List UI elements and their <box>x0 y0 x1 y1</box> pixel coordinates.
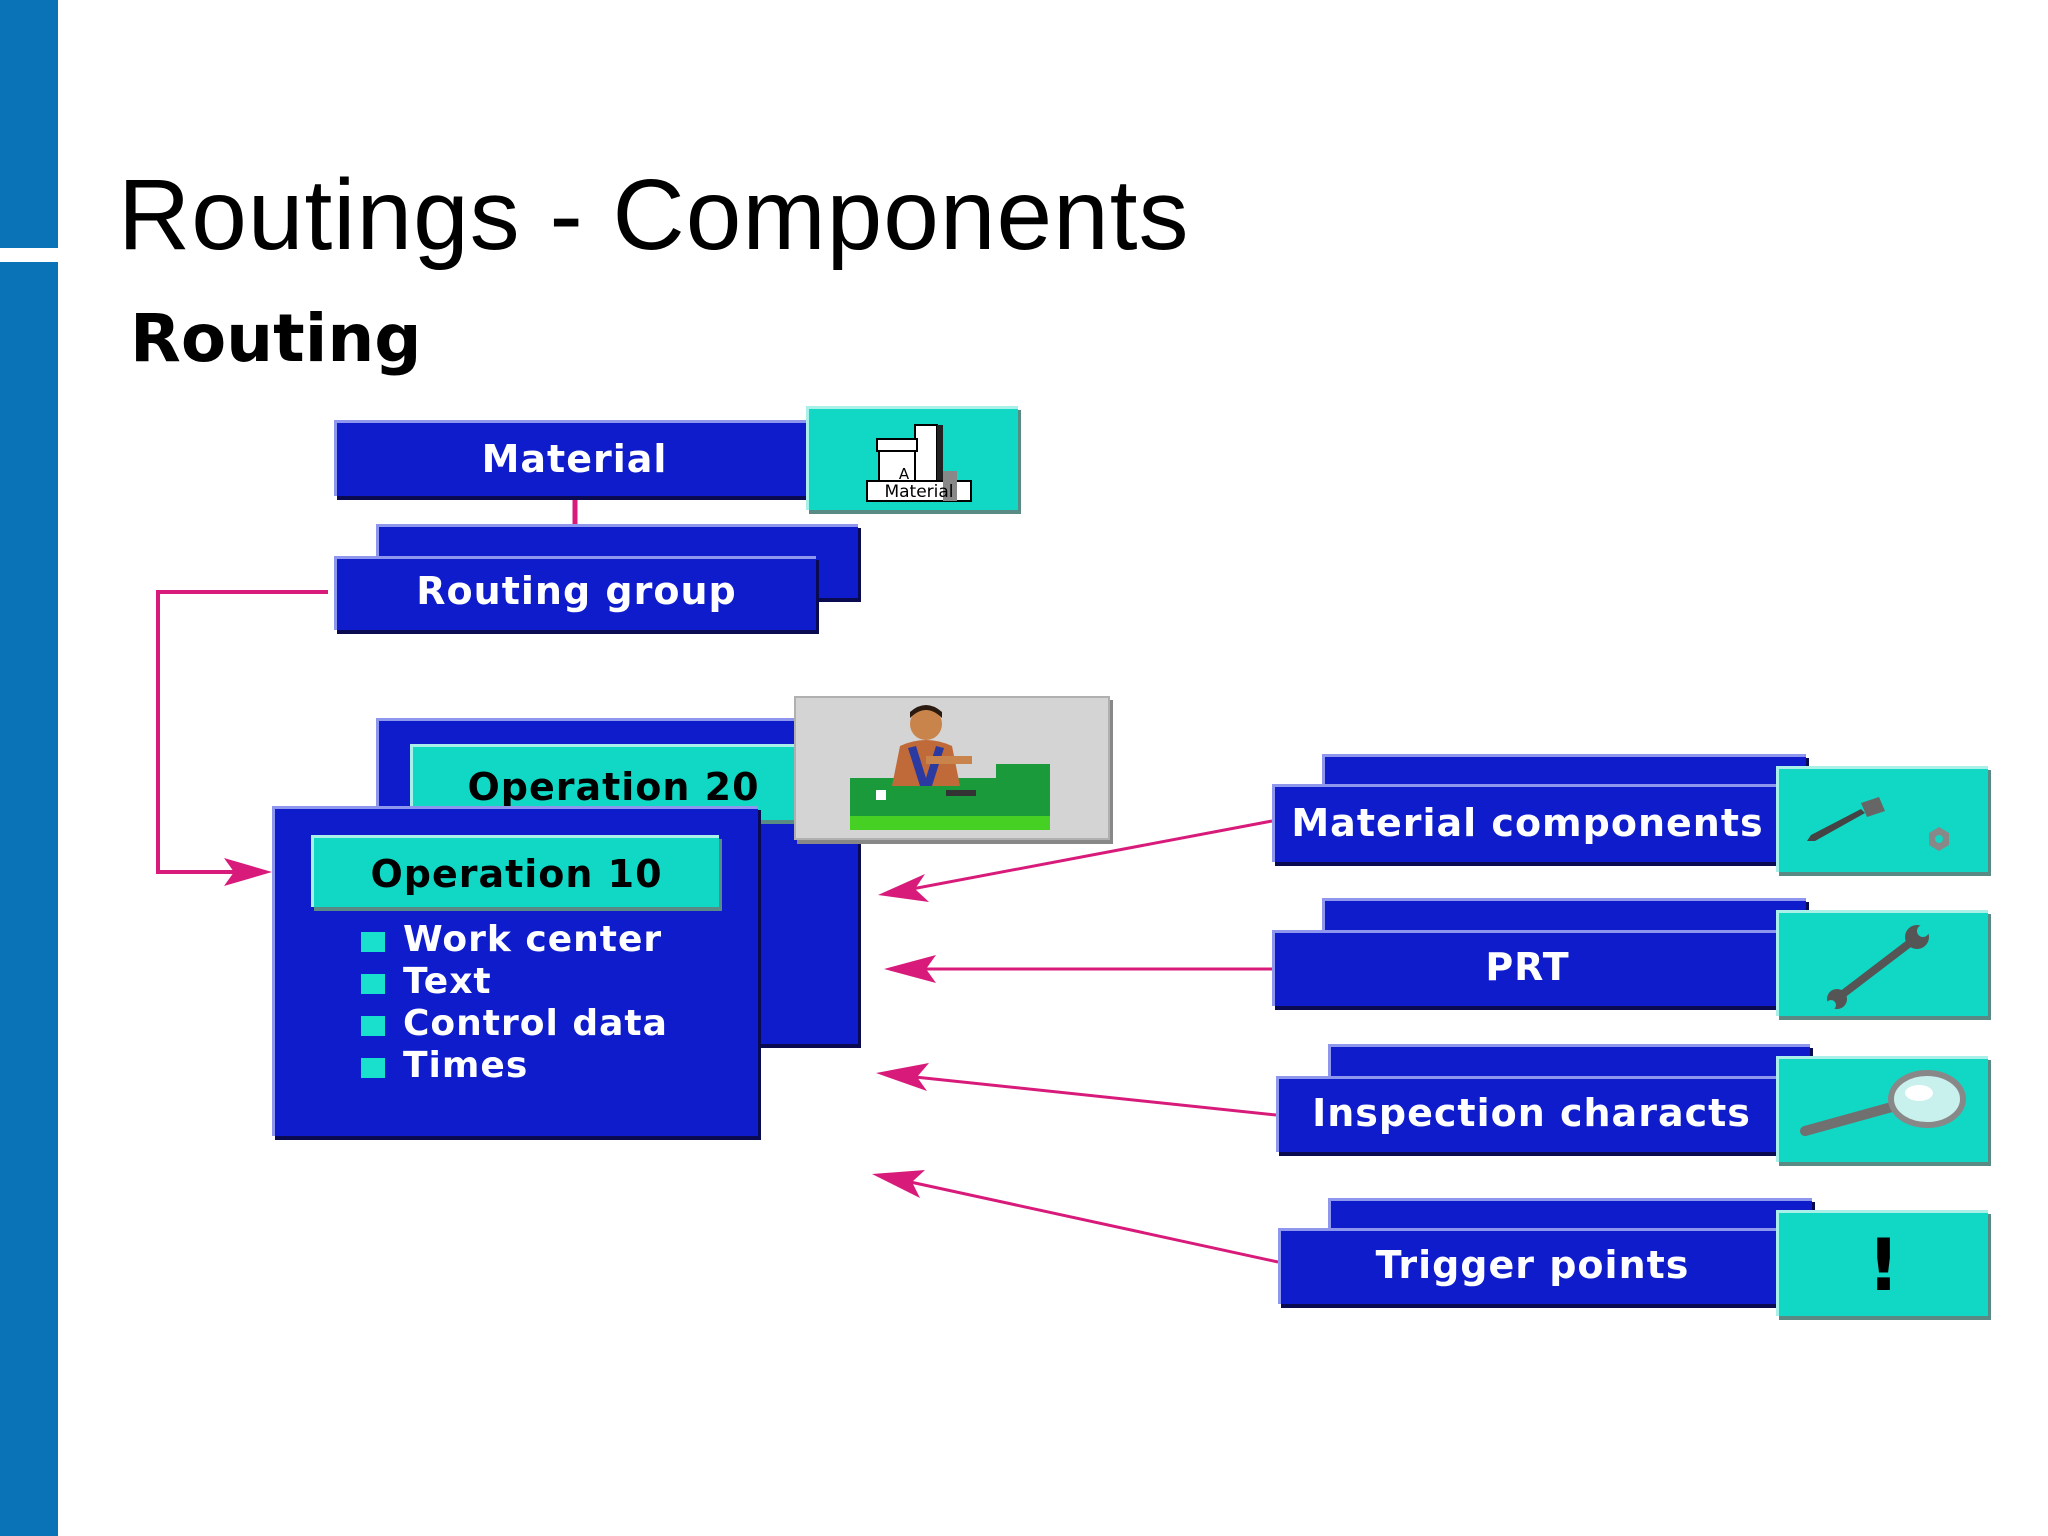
trigger-points-arrowhead <box>872 1170 925 1198</box>
text-bullet <box>361 974 385 994</box>
material-icon-text: Material <box>884 482 953 502</box>
wrench-icon <box>1826 925 1929 1010</box>
inspection-arrowhead <box>876 1063 929 1091</box>
prt-label: PRT <box>1485 945 1570 989</box>
prt-arrowhead <box>884 955 936 983</box>
times-bullet <box>361 1058 385 1078</box>
control-data-item: Control data <box>403 1003 668 1044</box>
trigger-points-icon-box: ! <box>1776 1210 1988 1316</box>
inspection-connector <box>895 1073 1277 1117</box>
operation20-label: Operation 20 <box>467 765 760 809</box>
magnifier-icon <box>1800 1070 1966 1136</box>
routing-group-to-operation-line <box>156 590 328 874</box>
operation10-label: Operation 10 <box>370 852 663 896</box>
work-center-item: Work center <box>403 919 663 960</box>
work-center-bullet <box>361 932 385 952</box>
routing-group-box: Routing group <box>334 556 816 630</box>
trigger-points-label: Trigger points <box>1375 1243 1690 1287</box>
inspection-label: Inspection characts <box>1312 1091 1751 1135</box>
control-data-bullet <box>361 1016 385 1036</box>
prt-box: PRT <box>1272 930 1780 1006</box>
screw-nut-icon <box>1807 797 1949 851</box>
material-components-connector <box>895 819 1273 894</box>
material-components-label: Material components <box>1291 801 1764 845</box>
side-bar-bottom <box>0 262 58 1536</box>
inspection-icon-box <box>1776 1056 1988 1162</box>
material-label: Material <box>481 437 668 481</box>
operation10-box: Operation 10 Work center Text Control da… <box>272 806 758 1136</box>
text-item: Text <box>403 961 492 1002</box>
worker-photo-box <box>794 696 1110 840</box>
material-components-arrowhead <box>878 874 929 902</box>
side-bar-top <box>0 0 58 248</box>
operation10-tab: Operation 10 <box>311 835 719 907</box>
times-item: Times <box>403 1045 529 1086</box>
exclamation-icon: ! <box>1867 1223 1900 1307</box>
routing-group-label: Routing group <box>416 569 737 613</box>
prt-icon-box <box>1776 910 1988 1016</box>
material-box: Material <box>334 420 812 496</box>
trigger-points-connector <box>891 1176 1279 1264</box>
material-icon-top-text: A <box>899 465 910 483</box>
trigger-points-box: Trigger points <box>1278 1228 1784 1304</box>
material-stack-icon: A Material <box>866 424 972 502</box>
slide-title: Routings - Components <box>118 159 1190 271</box>
routing-group-to-operation-arrow <box>224 858 272 886</box>
inspection-box: Inspection characts <box>1276 1076 1784 1152</box>
material-components-icon-box <box>1776 766 1988 872</box>
material-components-box: Material components <box>1272 784 1780 862</box>
slide-subtitle: Routing <box>130 300 422 377</box>
worker-assembly-icon <box>850 705 1050 830</box>
material-icon-box: A Material <box>806 406 1018 510</box>
